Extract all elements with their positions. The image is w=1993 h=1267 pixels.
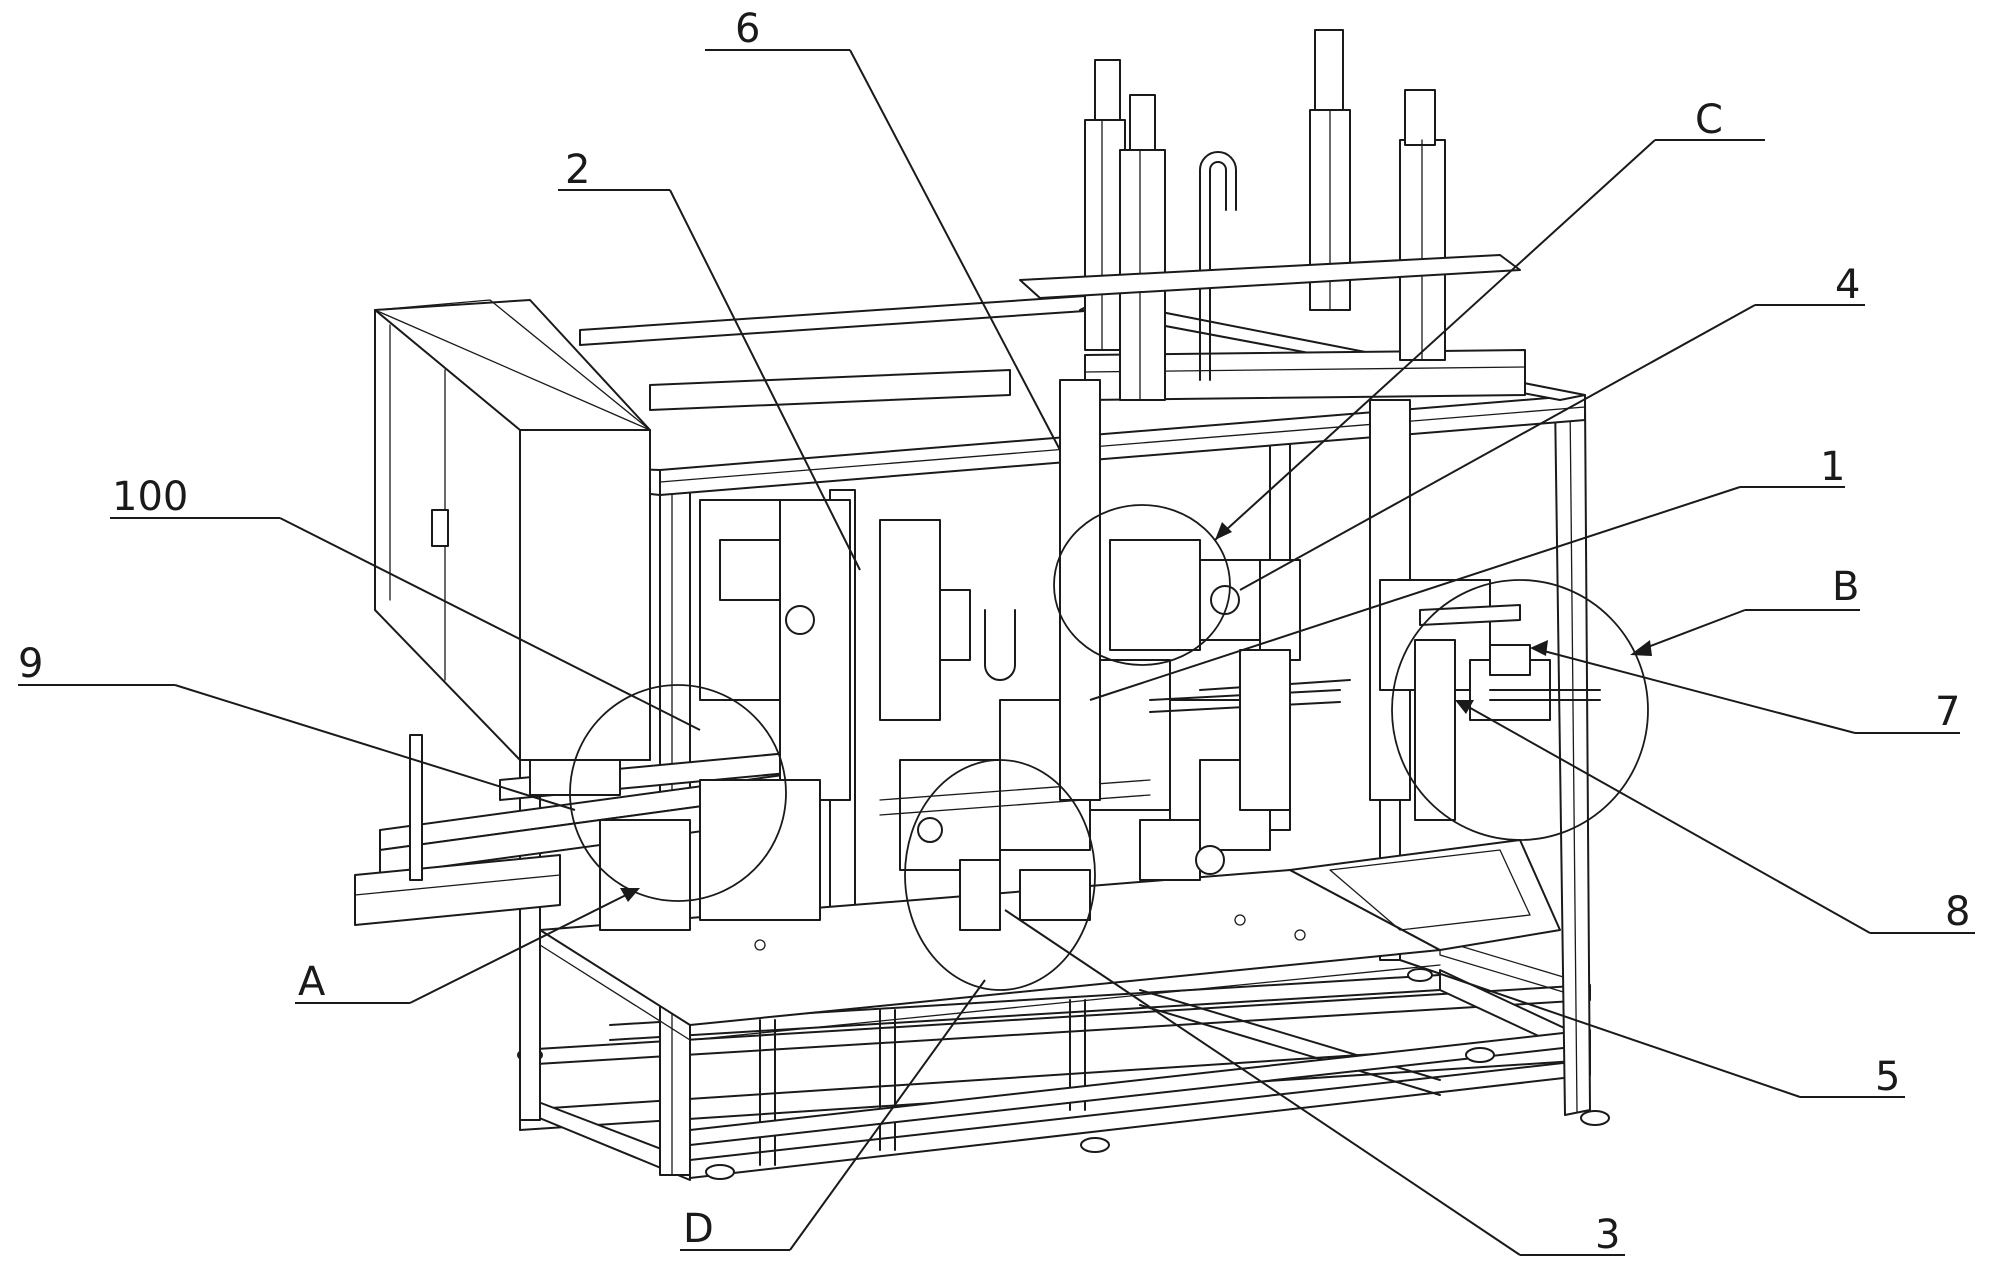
electrical-cabinet [374, 299, 651, 761]
right-sub-assembly [1379, 579, 1601, 821]
callout-D: D [683, 1206, 714, 1252]
callout-7: 7 [1935, 689, 1960, 735]
top-frame [519, 294, 1586, 496]
callout-8: 8 [1945, 889, 1970, 935]
callout-2: 2 [565, 147, 590, 193]
callout-4: 4 [1835, 262, 1860, 308]
callout-5: 5 [1875, 1054, 1900, 1100]
callout-1: 1 [1820, 444, 1845, 490]
detail-circle-A [569, 684, 787, 902]
callout-9: 9 [18, 641, 43, 687]
central-mechanism [599, 499, 1351, 931]
callout-labels: 6 2 C 4 1 100 B 9 7 8 A 5 D 3 [18, 6, 1970, 1258]
leader-lines [18, 49, 1975, 1256]
callout-100: 100 [112, 474, 188, 520]
detail-circle-B [1391, 579, 1649, 841]
detail-circle-D [904, 759, 1096, 991]
callout-A: A [298, 959, 326, 1005]
detail-circles [569, 504, 1649, 991]
callout-6: 6 [735, 6, 760, 52]
detail-circle-C [1053, 504, 1231, 666]
callout-3: 3 [1595, 1212, 1620, 1258]
callout-B: B [1832, 564, 1859, 610]
callout-C: C [1695, 97, 1723, 143]
